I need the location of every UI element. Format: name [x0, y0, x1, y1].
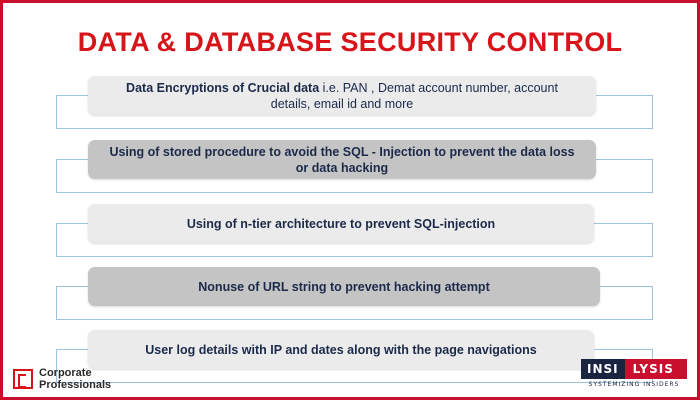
item-text-3: Using of n-tier architecture to prevent …	[187, 216, 495, 232]
item-card-4: Nonuse of URL string to prevent hacking …	[88, 267, 600, 306]
item-text-4: Nonuse of URL string to prevent hacking …	[198, 279, 489, 295]
cp-logo-line1: Corporate	[39, 367, 92, 379]
cp-logo-icon	[13, 369, 33, 389]
item-card-3: Using of n-tier architecture to prevent …	[88, 204, 594, 243]
insilysis-tagline: SYSTEMIZING INSIDERS	[588, 381, 680, 388]
item-text-2: Using of stored procedure to avoid the S…	[106, 144, 578, 176]
item-bold-2: Using of stored procedure to avoid the S…	[109, 144, 575, 175]
insilysis-left: INSI	[581, 359, 625, 379]
corporate-professionals-logo: Corporate Professionals	[13, 367, 111, 391]
item-card-5: User log details with IP and dates along…	[88, 330, 594, 369]
item-card-1: Data Encryptions of Crucial data i.e. PA…	[88, 76, 596, 115]
item-bold-1: Data Encryptions of Crucial data	[126, 80, 320, 95]
item-bold-4: Nonuse of URL string to prevent hacking …	[198, 279, 490, 294]
insilysis-logo: INSI LYSIS SYSTEMIZING INSIDERS	[581, 359, 687, 388]
item-rest-1: i.e. PAN , Demat account number, account…	[270, 80, 558, 111]
item-text-5: User log details with IP and dates along…	[145, 342, 537, 358]
item-bold-5: User log details with IP and dates along…	[145, 342, 537, 357]
insilysis-right: LYSIS	[624, 359, 687, 379]
insilysis-wordmark: INSI LYSIS	[581, 359, 687, 379]
item-card-2: Using of stored procedure to avoid the S…	[88, 140, 596, 179]
cp-logo-text: Corporate Professionals	[39, 367, 111, 391]
cp-logo-line2: Professionals	[39, 379, 112, 391]
item-text-1: Data Encryptions of Crucial data i.e. PA…	[106, 80, 578, 112]
item-bold-3: Using of n-tier architecture to prevent …	[186, 216, 496, 231]
slide-title: DATA & DATABASE SECURITY CONTROL	[77, 27, 623, 57]
